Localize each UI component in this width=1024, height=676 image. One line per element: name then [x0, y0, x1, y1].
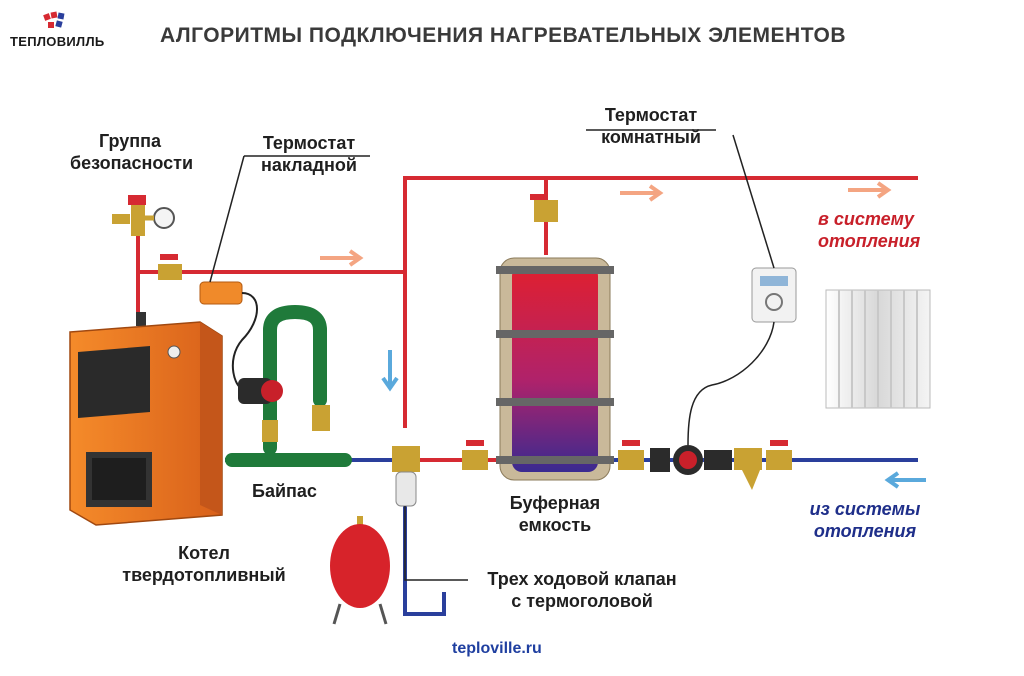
safety-group	[112, 195, 175, 236]
filter-icon	[734, 448, 762, 490]
label-clamp-thermostat: Термостат накладной	[261, 133, 357, 175]
label-room-thermostat: Термостат комнатный	[601, 105, 701, 147]
boiler	[69, 312, 223, 526]
room-thermostat-icon	[751, 267, 797, 323]
ball-valve-icon	[618, 440, 644, 470]
clamp-thermostat	[199, 281, 258, 391]
expansion-tank-icon	[330, 516, 390, 625]
ball-valve-icon	[766, 440, 792, 470]
label-to-system: в систему отопления	[818, 209, 921, 251]
label-bypass: Байпас	[252, 481, 317, 501]
ball-valve-icon	[530, 194, 558, 222]
arrow-down-icon	[381, 350, 399, 392]
three-way-valve-icon	[392, 446, 420, 507]
ball-valve-icon	[462, 440, 488, 470]
arrow-right-icon	[620, 184, 664, 202]
pump-icon	[650, 445, 732, 475]
brand-name: ТЕПЛОВИЛЛЬ	[10, 34, 105, 49]
footer-url[interactable]: teploville.ru	[452, 640, 542, 657]
label-boiler: Котел твердотопливный	[122, 543, 286, 585]
ball-valve-icon	[158, 254, 182, 280]
bypass-valve	[262, 420, 278, 442]
page-title: АЛГОРИТМЫ ПОДКЛЮЧЕНИЯ НАГРЕВАТЕЛЬНЫХ ЭЛЕ…	[160, 24, 846, 47]
bypass-check-valve	[312, 405, 330, 431]
radiator-icon	[825, 289, 931, 409]
label-buffer-tank: Буферная емкость	[509, 493, 601, 535]
arrow-right-icon	[320, 249, 364, 267]
label-leaders	[209, 129, 716, 581]
label-safety-group: Группа безопасности	[70, 131, 194, 173]
brand-logo: ТЕПЛОВИЛЛЬ	[8, 8, 108, 49]
label-three-way-valve: Трех ходовой клапан с термоголовой	[487, 569, 677, 611]
label-from-system: из системы отопления	[809, 499, 921, 541]
pump-icon	[238, 378, 283, 404]
flow-arrows	[320, 181, 926, 489]
buffer-tank	[496, 257, 614, 481]
thermometer-icon	[167, 345, 181, 359]
manometer-icon	[153, 207, 175, 229]
arrow-right-icon	[848, 181, 892, 199]
arrow-left-icon	[884, 471, 926, 489]
brand-logo-icon	[43, 11, 65, 28]
safety-valve-cap	[128, 195, 146, 205]
